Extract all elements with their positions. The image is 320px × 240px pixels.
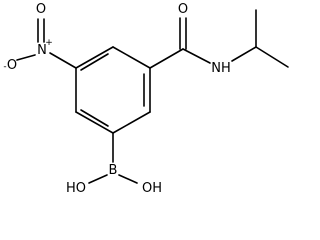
nitro-oxygen-top-label: O	[36, 2, 46, 17]
hydroxyl-left-label: HO	[66, 181, 86, 196]
n-isopropyl-bond	[231, 46, 257, 62]
boron-label: B	[109, 163, 118, 178]
chemical-structure-diagram: O NH N + O - O B HO OH	[3, 2, 289, 196]
ring-bond	[112, 46, 151, 69]
nitro-cn-bond	[49, 52, 77, 69]
b-oh-bond-right	[118, 174, 138, 184]
nitro-nitrogen-charge: +	[45, 38, 53, 48]
nitro-nitrogen-label: N	[37, 43, 47, 58]
ring-bond	[75, 111, 114, 134]
nitro-group	[16, 18, 77, 69]
ring-bond	[112, 111, 151, 134]
b-oh-bond-left	[88, 174, 108, 184]
nitro-oxygen-left-charge: -	[3, 62, 6, 72]
ring-double-bond	[80, 109, 109, 127]
carbonyl-carbon-bond	[149, 48, 184, 69]
ring-double-bond	[80, 53, 109, 71]
amide-nh-label: NH	[211, 61, 231, 76]
nitro-oxygen-left-label: O	[7, 58, 17, 73]
amide-cn-bond	[182, 48, 211, 64]
nitro-no-single-bond	[16, 54, 36, 61]
ring-bond	[75, 46, 114, 69]
benzene-ring	[75, 46, 151, 134]
isopropyl-methyl-bond	[255, 46, 289, 68]
carbonyl-oxygen-label: O	[178, 2, 188, 17]
isopropyl-amide-group	[149, 9, 289, 69]
boronic-acid-group	[88, 132, 138, 184]
hydroxyl-right-label: OH	[142, 181, 162, 196]
